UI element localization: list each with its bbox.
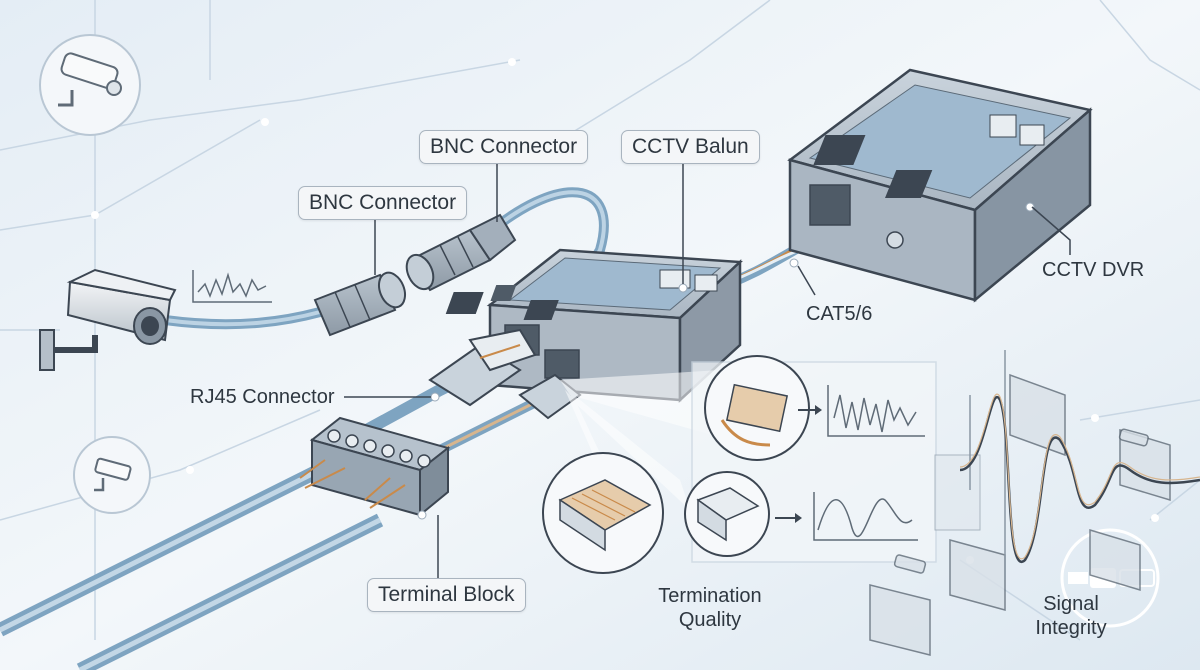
detail-bad-termination [704, 355, 925, 461]
label-signal-integrity: Signal Integrity [1016, 592, 1126, 640]
label-leader-lines [344, 160, 1071, 580]
label-cat-cable: CAT5/6 [806, 303, 873, 325]
label-bnc-connector-top: BNC Connector [419, 130, 589, 164]
terminal-block [299, 416, 451, 520]
detail-good-termination [684, 471, 918, 557]
small-camera-icons [893, 428, 1149, 574]
label-cctv-balun: CCTV Balun [621, 130, 760, 164]
label-termination-quality: Termination Quality [648, 584, 772, 632]
cctv-camera-icon [73, 436, 151, 514]
label-bnc-connector-left: BNC Connector [298, 186, 468, 220]
detail-rj45-closeup [542, 452, 664, 574]
label-cctv-dvr: CCTV DVR [1042, 259, 1145, 281]
label-terminal-block: Terminal Block [367, 578, 526, 612]
cctv-dvr-box [787, 68, 1093, 303]
label-signal-integrity-line1: Signal [1043, 593, 1099, 615]
cctv-camera [39, 268, 177, 371]
bnc-connector-left [313, 271, 407, 337]
label-signal-integrity-line2: Integrity [1035, 617, 1107, 639]
label-termination-quality-line2: Quality [678, 609, 742, 631]
label-termination-quality-line1: Termination [658, 585, 762, 607]
security-camera-icon [39, 34, 141, 136]
bnc-connector-top [405, 213, 517, 292]
cctv-balun-box [445, 248, 743, 403]
signal-waveform-small [192, 270, 272, 303]
label-rj45-connector: RJ45 Connector [190, 386, 335, 408]
signal-waveform-large [959, 350, 1200, 580]
